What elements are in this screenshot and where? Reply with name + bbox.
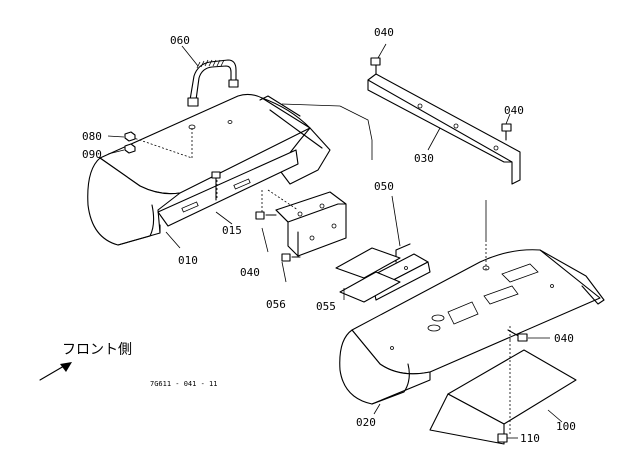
callout-055: 055 bbox=[316, 300, 336, 313]
part-055-plate bbox=[335, 247, 401, 303]
callout-leaders bbox=[107, 43, 563, 439]
part-020-cover bbox=[339, 200, 605, 405]
part-010-cover bbox=[87, 93, 331, 246]
callout-040-d: 040 bbox=[554, 332, 574, 345]
callout-040-a: 040 bbox=[240, 266, 260, 279]
part-110-bolt bbox=[497, 433, 508, 443]
part-100-plate bbox=[429, 340, 577, 445]
drawing-reference-code: 7G611 - 041 - 11 bbox=[150, 380, 217, 388]
callout-040-c: 040 bbox=[504, 104, 524, 117]
callout-090: 090 bbox=[82, 148, 102, 161]
callout-056: 056 bbox=[266, 298, 286, 311]
callout-030: 030 bbox=[414, 152, 434, 165]
callout-020: 020 bbox=[356, 416, 376, 429]
callout-040-b: 040 bbox=[374, 26, 394, 39]
part-060-handle bbox=[187, 59, 239, 107]
part-056-bracket bbox=[261, 189, 347, 257]
part-015-bolt bbox=[211, 171, 221, 201]
part-090-washer bbox=[124, 143, 136, 154]
part-030-bar bbox=[281, 57, 521, 185]
part-080-bolt bbox=[124, 131, 136, 142]
part-040-bolt-left bbox=[255, 211, 301, 262]
callout-010: 010 bbox=[178, 254, 198, 267]
callout-080: 080 bbox=[82, 130, 102, 143]
callout-060: 060 bbox=[170, 34, 190, 47]
callout-110: 110 bbox=[520, 432, 540, 445]
front-side-label: フロント側 bbox=[62, 342, 132, 358]
callout-015: 015 bbox=[222, 224, 242, 237]
part-040-bolt-right bbox=[507, 329, 528, 342]
callout-100: 100 bbox=[556, 420, 576, 433]
front-direction-arrow-icon bbox=[39, 362, 72, 381]
callout-050: 050 bbox=[374, 180, 394, 193]
